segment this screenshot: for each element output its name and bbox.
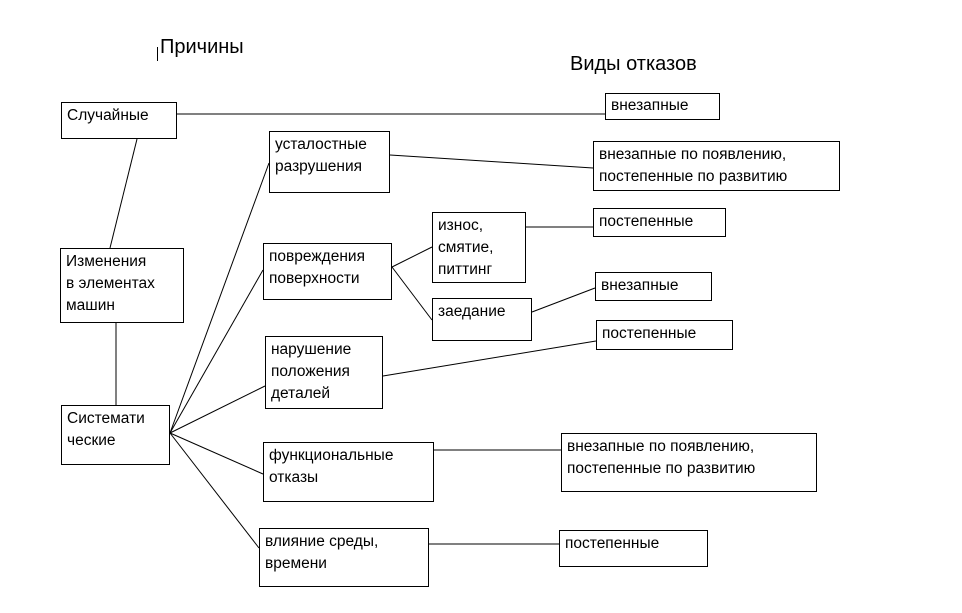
cause-random-box: Случайные bbox=[61, 102, 177, 139]
failure-misalignment-result-box: постепенные bbox=[596, 320, 733, 350]
connector-systematic-surface bbox=[169, 269, 264, 434]
connector-systematic-fatigue bbox=[169, 162, 270, 434]
connector-surface-seizure bbox=[391, 266, 433, 321]
mechanism-fatigue-box: усталостные разрушения bbox=[269, 131, 390, 193]
text-cursor-mark bbox=[157, 47, 158, 61]
header-failure-types: Виды отказов bbox=[570, 53, 697, 75]
cause-changes-box: Изменения в элементах машин bbox=[60, 248, 184, 323]
mechanism-environment-box: влияние среды, времени bbox=[259, 528, 429, 587]
connector-fatigue-result bbox=[389, 154, 594, 169]
failure-sudden-box: внезапные bbox=[605, 93, 720, 120]
mechanism-seizure-box: заедание bbox=[432, 298, 532, 341]
connector-surface-wear bbox=[391, 246, 433, 268]
connector-random-changes bbox=[109, 138, 138, 249]
mechanism-wear-box: износ, смятие, питтинг bbox=[432, 212, 526, 283]
failure-functional-result-box: внезапные по появлению, постепенные по р… bbox=[561, 433, 817, 492]
header-causes: Причины bbox=[160, 36, 244, 58]
connector-systematic-functional bbox=[169, 432, 264, 475]
connector-misalignment-result bbox=[382, 340, 597, 377]
mechanism-functional-box: функциональные отказы bbox=[263, 442, 434, 502]
connector-systematic-misalignment bbox=[169, 385, 266, 434]
failure-wear-result-box: постепенные bbox=[593, 208, 726, 237]
failure-environment-result-box: постепенные bbox=[559, 530, 708, 567]
failure-fatigue-result-box: внезапные по появлению, постепенные по р… bbox=[593, 141, 840, 191]
connector-seizure-result bbox=[531, 287, 596, 313]
mechanism-surface-damage-box: повреждения поверхности bbox=[263, 243, 392, 300]
failure-seizure-result-box: внезапные bbox=[595, 272, 712, 301]
connector-systematic-environment bbox=[169, 432, 260, 549]
mechanism-misalignment-box: нарушение положения деталей bbox=[265, 336, 383, 409]
cause-systematic-box: Системати ческие bbox=[61, 405, 170, 465]
